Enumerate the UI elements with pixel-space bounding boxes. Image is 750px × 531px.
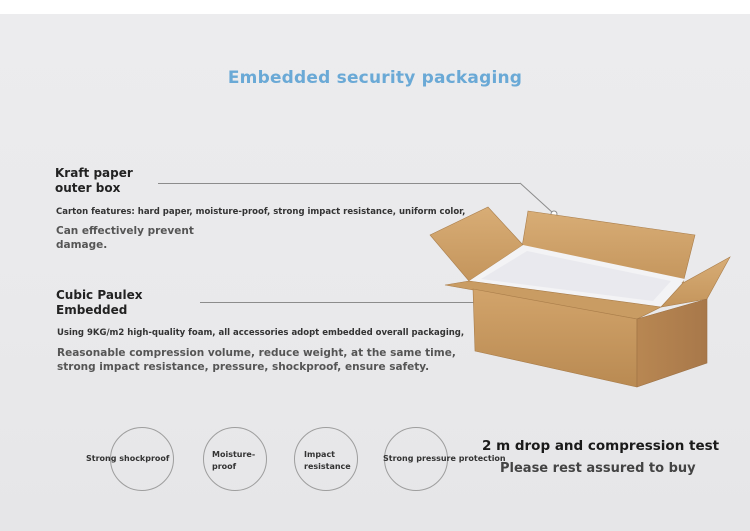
feature-label-impact-resistance-line2: resistance	[304, 462, 351, 471]
kraft-heading-line1: Kraft paper	[55, 166, 133, 180]
drop-test-heading: 2 m drop and compression test	[482, 438, 720, 454]
foam-benefit-line2: strong impact resistance, pressure, shoc…	[57, 361, 430, 373]
foam-heading-line1: Cubic Paulex	[56, 288, 143, 302]
foam-heading-line2: Embedded	[56, 303, 128, 317]
kraft-features-text: Carton features: hard paper, moisture-pr…	[56, 207, 466, 217]
foam-leader-line	[200, 302, 474, 303]
feature-circle-pressure-protection	[384, 427, 448, 491]
assurance-text: Please rest assured to buy	[500, 461, 696, 476]
kraft-benefit-line1: Can effectively prevent	[56, 225, 194, 237]
foam-features-text: Using 9KG/m2 high-quality foam, all acce…	[57, 328, 465, 338]
page-title: Embedded security packaging	[227, 68, 523, 88]
feature-label-pressure-protection: Strong pressure protection	[383, 453, 506, 465]
foam-heading: Cubic Paulex Embedded	[56, 288, 142, 318]
feature-label-pressure-protection-line1: Strong pressure protection	[383, 454, 506, 463]
kraft-heading: Kraft paper outer box	[55, 166, 133, 196]
feature-label-moisture-proof-line2: proof	[212, 462, 237, 471]
feature-circle-shockproof	[110, 427, 174, 491]
kraft-heading-line2: outer box	[55, 181, 121, 195]
cardboard-box-icon	[429, 206, 731, 388]
feature-label-moisture-proof-line1: Moisture-	[212, 450, 256, 459]
feature-circle-moisture-proof	[203, 427, 267, 491]
kraft-benefit-line2: damage.	[56, 239, 108, 251]
feature-label-shockproof-line1: Strong shockproof	[86, 454, 170, 463]
feature-label-impact-resistance-line1: Impact	[304, 450, 336, 459]
foam-benefit-line1: Reasonable compression volume, reduce we…	[57, 347, 456, 359]
feature-label-impact-resistance: Impact resistance	[304, 449, 351, 473]
kraft-leader-line	[158, 183, 520, 184]
foam-benefit: Reasonable compression volume, reduce we…	[57, 346, 456, 374]
feature-label-shockproof: Strong shockproof	[86, 453, 169, 465]
feature-label-moisture-proof: Moisture- proof	[212, 449, 255, 473]
kraft-benefit: Can effectively prevent damage.	[56, 224, 194, 252]
feature-circle-impact-resistance	[294, 427, 358, 491]
